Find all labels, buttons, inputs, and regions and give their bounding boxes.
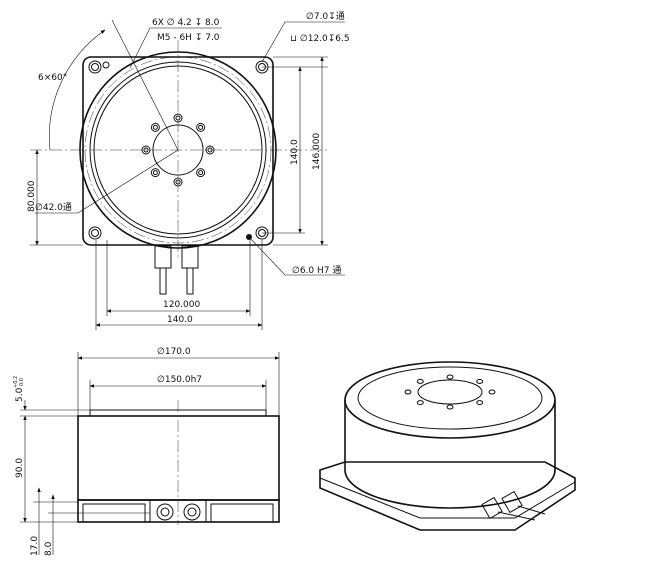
- tolerance-lower: 0.0: [19, 378, 25, 386]
- iso-bolt-hole: [488, 389, 496, 395]
- iso-housing: [344, 400, 556, 509]
- iso-bolt-hole: [446, 374, 454, 380]
- corner-hole-label-2: ⊔ ∅12.0↧6.5: [290, 34, 350, 44]
- iso-bolt-hole: [416, 400, 424, 406]
- tolerance-upper: +0.2: [13, 376, 19, 388]
- side-view: ∅170.0 ∅150.0h7 5.0 +0.2 0.0 90.0 17.0 8…: [13, 347, 280, 556]
- hole-pattern-label-2: M5 - 6H ↧ 7.0: [157, 33, 220, 43]
- iso-cable-glands: [481, 490, 546, 521]
- iso-bolt-hole: [446, 404, 454, 410]
- bolt-hole: [150, 168, 160, 178]
- dia-170-label: ∅170.0: [157, 347, 191, 357]
- bolt-hole: [143, 147, 149, 153]
- dim-146: 146.000: [312, 133, 322, 170]
- dim-17-label: 17.0: [30, 536, 40, 556]
- dim-8-label: 8.0: [44, 541, 54, 556]
- dim-140-horizontal: 140.0: [167, 315, 193, 325]
- bolt-hole: [152, 170, 158, 176]
- dim-120: 120.000: [163, 300, 200, 310]
- angle-label: 6×60°: [38, 73, 67, 83]
- hole-pattern-label-1: 6X ∅ 4.2 ↧ 8.0: [152, 18, 220, 28]
- base-plate: [77, 499, 280, 523]
- dim-140-vertical: 140.0: [290, 139, 300, 165]
- cable-glands: [154, 245, 199, 295]
- bolt-hole: [198, 124, 204, 130]
- housing-body: [77, 415, 280, 501]
- bolt-circle-holes: [141, 113, 215, 187]
- bolt-hole: [150, 122, 160, 132]
- dim-80: 80.000: [27, 180, 37, 212]
- bore-label: ∅42.0通: [35, 202, 72, 213]
- iso-bore: [417, 379, 483, 405]
- dia-150-label: ∅150.0h7: [157, 375, 202, 385]
- bolt-hole: [152, 124, 158, 130]
- pin-hole-label: ∅6.0 H7 通: [292, 265, 341, 276]
- iso-bolt-hole: [476, 378, 484, 384]
- iso-base-plate: [319, 461, 576, 531]
- iso-bolt-hole: [476, 400, 484, 406]
- dim-90-label: 90.0: [15, 458, 25, 478]
- top-view: 6X ∅ 4.2 ↧ 8.0 M5 - 6H ↧ 7.0 ∅7.0↧通 ⊔ ∅1…: [27, 11, 350, 330]
- iso-bolt-hole: [416, 378, 424, 384]
- dim-5-label: 5.0: [15, 387, 25, 402]
- corner-hole-label-1: ∅7.0↧通: [306, 11, 345, 22]
- bolt-hole: [196, 122, 206, 132]
- iso-bolt-hole: [404, 389, 412, 395]
- bolt-hole: [196, 168, 206, 178]
- isometric-view: [319, 361, 576, 531]
- bolt-hole: [198, 170, 204, 176]
